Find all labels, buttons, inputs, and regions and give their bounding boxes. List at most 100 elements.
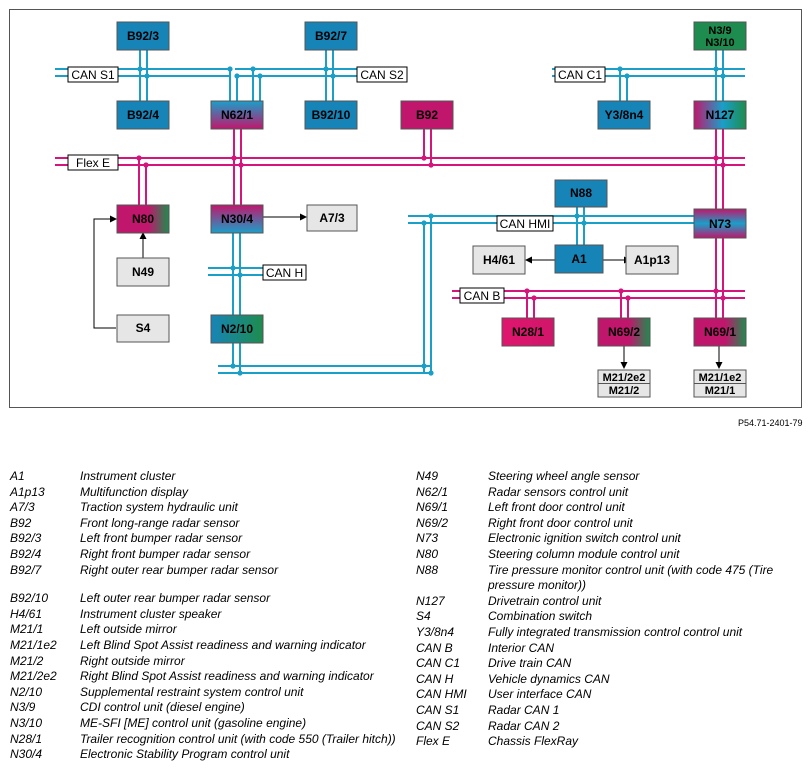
svg-text:N49: N49 bbox=[132, 265, 154, 279]
svg-text:CAN S1: CAN S1 bbox=[71, 68, 115, 82]
legend-code: Flex E bbox=[416, 734, 451, 749]
svg-text:B92/4: B92/4 bbox=[127, 108, 159, 122]
legend-desc: Steering wheel angle sensor bbox=[488, 469, 640, 483]
legend-code: CAN S1 bbox=[416, 702, 460, 717]
legend-desc: Right front bumper radar sensor bbox=[80, 546, 251, 561]
legend-code: S4 bbox=[416, 609, 431, 624]
legend-code: H4/61 bbox=[10, 606, 43, 621]
legend-code: A1 bbox=[10, 469, 25, 483]
legend-desc: Right Blind Spot Assist readiness and wa… bbox=[80, 669, 374, 684]
module-n80: N80 bbox=[116, 204, 170, 234]
svg-text:N3/10: N3/10 bbox=[705, 37, 734, 49]
svg-text:CAN B: CAN B bbox=[464, 289, 501, 303]
bus-label-can-b: CAN B bbox=[459, 287, 505, 304]
bus-flex-e bbox=[55, 129, 745, 209]
svg-text:N69/2: N69/2 bbox=[608, 325, 640, 339]
legend-code: N69/1 bbox=[416, 500, 449, 515]
svg-text:N80: N80 bbox=[132, 212, 154, 226]
legend-desc: Right outer rear bumper radar sensor bbox=[80, 562, 279, 577]
network-diagram: CAN S1 CAN S2 CAN C1 Flex E CAN HMI CAN … bbox=[9, 9, 802, 408]
legend-code: N28/1 bbox=[10, 731, 43, 746]
legend-desc: Right front door control unit bbox=[488, 515, 633, 530]
signal-lines bbox=[93, 216, 720, 364]
svg-text:N3/9: N3/9 bbox=[708, 25, 731, 37]
legend-desc: Instrument cluster bbox=[80, 469, 176, 483]
legend-desc: Drive train CAN bbox=[488, 656, 572, 671]
legend-item: Flex E Chassis FlexRay bbox=[416, 734, 808, 750]
svg-text:M21/1e2: M21/1e2 bbox=[699, 372, 742, 384]
legend-code: N2/10 bbox=[10, 684, 43, 699]
svg-text:CAN HMI: CAN HMI bbox=[500, 217, 551, 231]
legend-code: M21/1e2 bbox=[10, 637, 57, 652]
legend-desc: Chassis FlexRay bbox=[488, 734, 579, 749]
svg-text:CAN C1: CAN C1 bbox=[558, 68, 602, 82]
module-s4: S4 bbox=[116, 314, 170, 343]
legend-code: CAN H bbox=[416, 671, 454, 686]
legend-code: N3/9 bbox=[10, 700, 36, 715]
legend-item: B92/4 Right front bumper radar sensor bbox=[10, 547, 405, 563]
module-m21-1e2-m21-1: M21/1e2 M21/1 bbox=[693, 369, 747, 398]
legend-item: N30/4 Electronic Stability Program contro… bbox=[10, 747, 405, 763]
junction-dots bbox=[136, 66, 726, 376]
module-n62-1: N62/1 bbox=[210, 100, 264, 130]
legend-code: N127 bbox=[416, 593, 445, 608]
legend-code: B92/4 bbox=[10, 546, 42, 561]
legend-code: N69/2 bbox=[416, 515, 449, 530]
document-reference: P54.71-2401-79 bbox=[738, 418, 803, 428]
svg-text:N127: N127 bbox=[706, 108, 735, 122]
legend-code: N30/4 bbox=[10, 747, 43, 762]
legend-code: CAN HMI bbox=[416, 687, 467, 702]
svg-text:N88: N88 bbox=[570, 186, 592, 200]
module-n73: N73 bbox=[693, 208, 747, 239]
bus-label-can-c1: CAN C1 bbox=[554, 66, 606, 83]
legend-desc: Trailer recognition control unit (with c… bbox=[80, 731, 396, 746]
svg-text:N30/4: N30/4 bbox=[221, 212, 253, 226]
svg-text:N28/1: N28/1 bbox=[512, 325, 544, 339]
module-a1p13: A1p13 bbox=[625, 245, 679, 275]
legend-desc: Steering column module control unit bbox=[488, 546, 680, 561]
svg-text:A1p13: A1p13 bbox=[634, 253, 670, 267]
legend-item: A1 Instrument cluster bbox=[10, 469, 405, 485]
legend-desc: Vehicle dynamics CAN bbox=[488, 671, 610, 686]
module-n88: N88 bbox=[554, 179, 608, 208]
svg-text:M21/1: M21/1 bbox=[705, 385, 736, 397]
legend-desc: Front long-range radar sensor bbox=[80, 515, 240, 530]
svg-text:N73: N73 bbox=[709, 217, 731, 231]
legend-desc: Interior CAN bbox=[488, 640, 555, 655]
legend-desc: Left Blind Spot Assist readiness and war… bbox=[80, 637, 366, 652]
legend-code: N73 bbox=[416, 531, 439, 546]
legend-desc: Left front bumper radar sensor bbox=[80, 531, 243, 546]
legend-desc: Traction system hydraulic unit bbox=[80, 500, 238, 515]
legend-desc: Fully integrated transmission control co… bbox=[488, 624, 743, 639]
module-b92: B92 bbox=[400, 100, 454, 130]
legend-desc: Radar CAN 2 bbox=[488, 718, 560, 733]
bus-label-can-h: CAN H bbox=[262, 264, 307, 281]
svg-text:B92: B92 bbox=[416, 108, 438, 122]
legend-item: M21/1e2 Left Blind Spot Assist readiness … bbox=[10, 638, 405, 654]
legend-desc: Electronic Stability Program control uni… bbox=[80, 747, 290, 762]
legend-code: M21/1 bbox=[10, 622, 44, 637]
svg-text:M21/2: M21/2 bbox=[609, 385, 640, 397]
module-h4-61: H4/61 bbox=[472, 245, 526, 275]
module-n49: N49 bbox=[116, 257, 170, 287]
legend-desc: ME-SFI [ME] control unit (gasoline engin… bbox=[80, 715, 307, 730]
module-n127: N127 bbox=[693, 100, 747, 130]
module-b92-3: B92/3 bbox=[116, 21, 170, 51]
